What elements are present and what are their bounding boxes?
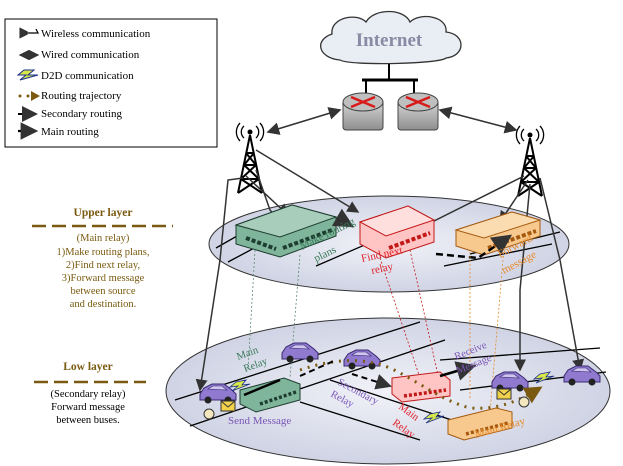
cloud-label: Internet	[356, 30, 423, 51]
router-icon	[342, 92, 384, 131]
upper-layer-line: between source	[70, 286, 135, 297]
upper-layer-title: Upper layer	[74, 207, 133, 219]
d2d-lightning-icon	[228, 379, 251, 392]
low-layer-title: Low layer	[63, 361, 113, 373]
dotted-arrow-icon	[18, 91, 40, 101]
envelope-icon	[220, 400, 236, 412]
bus-icon-orange-low	[447, 407, 513, 441]
low-layer-line: between buses.	[56, 415, 120, 426]
find-relay-label-2: relay	[370, 261, 394, 277]
clock-icon	[203, 408, 215, 420]
legend-label-routing-trajectory: Routing trajectory	[41, 90, 122, 102]
bus-icon-green	[234, 204, 338, 258]
low-layer-annotation: Low layer (Secondary relay) Forward mess…	[34, 361, 146, 426]
upper-layer-line: 3)Forward message	[62, 273, 145, 284]
tower-icon	[235, 122, 265, 194]
upper-layer-annotation: Upper layer (Main relay) 1)Make routing …	[32, 207, 173, 310]
wireless-arrow-icon	[20, 29, 39, 37]
clock-icon	[518, 396, 530, 408]
d2d-lightning-icon	[532, 371, 555, 384]
legend-label-wireless: Wireless communication	[41, 28, 151, 40]
upper-layer-line: (Main relay)	[77, 233, 130, 244]
legend: Wireless communication Wired communicati…	[4, 18, 218, 148]
upper-layer-line: 1)Make routing plans,	[56, 247, 149, 258]
legend-label-secondary-routing: Secondary routing	[41, 108, 122, 120]
legend-label-d2d: D2D communication	[41, 70, 134, 82]
internet-cloud: Internet	[320, 10, 462, 65]
legend-label-wired: Wired communication	[41, 49, 140, 61]
send-message-label: Send Message	[228, 415, 291, 427]
low-layer-line: Forward message	[51, 402, 125, 413]
low-layer-line: (Secondary relay)	[51, 389, 126, 400]
router-icon	[397, 92, 439, 131]
upper-layer-line: 2)Find next relay,	[66, 260, 140, 271]
bus-icon-green-low	[239, 377, 301, 413]
bus-icon-red	[358, 205, 436, 259]
upper-layer-line: and destination.	[70, 299, 137, 310]
envelope-icon	[496, 388, 512, 400]
d2d-lightning-icon	[16, 69, 39, 81]
d2d-lightning-icon	[422, 411, 445, 424]
legend-label-main-routing: Main routing	[41, 126, 99, 138]
